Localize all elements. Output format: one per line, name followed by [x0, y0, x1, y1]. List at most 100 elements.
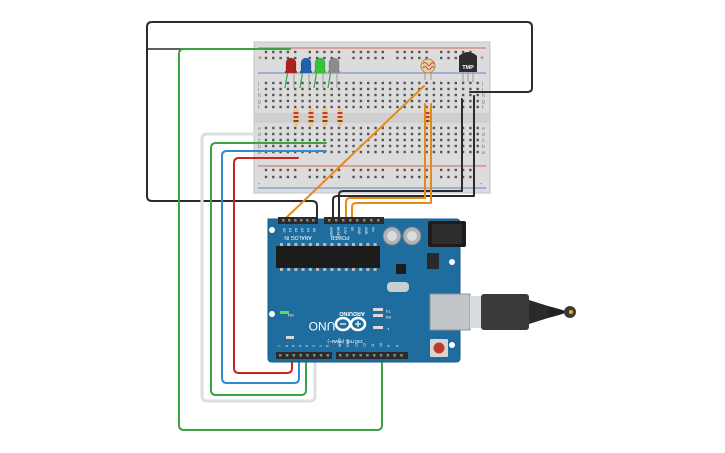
breadboard-hole [323, 93, 326, 97]
breadboard-hole [476, 126, 479, 130]
temperature-sensor[interactable]: TMP [459, 52, 477, 82]
brand-label: ARDUINO [338, 310, 364, 316]
breadboard-hole [403, 138, 406, 142]
breadboard-hole [410, 144, 414, 148]
analog-header[interactable] [278, 217, 318, 224]
breadboard-hole [381, 56, 384, 60]
breadboard-hole [388, 150, 392, 154]
wire-orange-photo-a0[interactable] [286, 85, 425, 218]
breadboard-hole [403, 168, 406, 172]
digital-pin-label: 0 [326, 345, 330, 347]
led-2[interactable] [299, 57, 312, 89]
digital-header-high[interactable] [336, 352, 408, 359]
usb-plug-tail [529, 300, 550, 324]
breadboard-hole [345, 81, 348, 85]
breadboard-hole [315, 93, 319, 97]
wire-orange-5v-a[interactable] [345, 103, 426, 218]
breadboard-hole [440, 168, 443, 172]
wire-black-left-gnd[interactable] [146, 26, 318, 218]
wire-black-sensor-gnd[interactable] [332, 95, 475, 218]
wire-green-outer[interactable] [178, 48, 383, 431]
wire-gray-faint[interactable] [200, 132, 317, 403]
row-letter: i [482, 87, 483, 93]
breadboard-hole [418, 175, 421, 179]
wire-blue[interactable] [221, 150, 327, 384]
breadboard-hole [286, 87, 290, 91]
breadboard-hole [440, 175, 443, 179]
breadboard-hole [432, 144, 436, 148]
row-letter: a [258, 150, 261, 156]
breadboard-hole [388, 144, 392, 148]
breadboard-hole [367, 50, 370, 54]
breadboard-hole [352, 50, 355, 54]
resistor-1[interactable] [293, 108, 299, 126]
breadboard-hole [388, 99, 392, 103]
breadboard-hole [381, 126, 384, 130]
breadboard-hole [279, 175, 282, 179]
digital-pin-label: 13 [354, 343, 358, 347]
breadboard-hole [476, 150, 479, 154]
usb-plug-body[interactable] [481, 294, 529, 330]
atmega-chip [276, 246, 380, 268]
breadboard-hole [454, 144, 457, 148]
resistor-4[interactable] [337, 108, 343, 126]
breadboard-hole [374, 87, 377, 91]
wire-black-sensor-out[interactable] [338, 98, 463, 218]
breadboard-hole [425, 150, 428, 154]
breadboard-hole [381, 168, 384, 172]
breadboard-hole [367, 126, 370, 130]
breadboard-hole [294, 126, 297, 130]
breadboard-hole [425, 132, 428, 136]
breadboard-hole [323, 50, 326, 54]
usb-port[interactable] [429, 293, 471, 331]
breadboard-hole [264, 132, 268, 136]
breadboard-hole [345, 93, 348, 97]
breadboard-hole [454, 168, 457, 172]
wire-green-inner[interactable] [210, 142, 327, 396]
breadboard-hole [374, 50, 377, 54]
breadboard-hole [323, 87, 326, 91]
digital-header-low[interactable] [276, 352, 332, 359]
digital-pin-label: 10 [379, 343, 383, 347]
breadboard-hole [381, 105, 384, 109]
breadboard-hole [359, 93, 363, 97]
wire-orange-5v-b[interactable] [351, 103, 432, 218]
photoresistor[interactable] [420, 58, 436, 80]
reset-button[interactable] [433, 342, 445, 354]
led-3[interactable] [313, 57, 326, 89]
breadboard-hole [352, 175, 355, 179]
resistor-3[interactable] [322, 108, 328, 126]
breadboard-hole [330, 87, 333, 91]
analog-pin-label: A2 [294, 228, 298, 232]
breadboard-hole [286, 132, 290, 136]
row-letter: j [257, 81, 259, 87]
breadboard-hole [454, 50, 457, 54]
breadboard-hole [447, 50, 450, 54]
breadboard-hole [264, 81, 268, 85]
voltage-regulator [396, 264, 406, 274]
wire-red[interactable] [233, 157, 299, 374]
breadboard-hole [367, 144, 370, 148]
led-4[interactable] [327, 57, 340, 89]
breadboard-hole [469, 87, 472, 91]
row-letter: c [482, 138, 485, 144]
breadboard-hole [323, 105, 326, 109]
on-led [280, 311, 289, 314]
led-1[interactable] [284, 57, 297, 89]
breadboard-hole [337, 105, 341, 109]
breadboard-hole [308, 50, 311, 54]
breadboard-hole [418, 144, 421, 148]
wire-black-top-loop[interactable] [146, 21, 533, 93]
arduino-uno-board[interactable]: UNO ARDUINO ANALOG IN POWER DIGITAL (PWM… [267, 217, 576, 363]
power-header[interactable] [324, 217, 384, 224]
breadboard-hole [264, 56, 268, 60]
breadboard-hole [425, 138, 428, 142]
breadboard-hole [264, 126, 268, 130]
breadboard-hole [294, 132, 297, 136]
breadboard-hole [454, 132, 457, 136]
breadboard-hole [337, 99, 341, 103]
breadboard-hole [418, 168, 421, 172]
resistor-2[interactable] [308, 108, 314, 126]
breadboard-hole [272, 175, 275, 179]
